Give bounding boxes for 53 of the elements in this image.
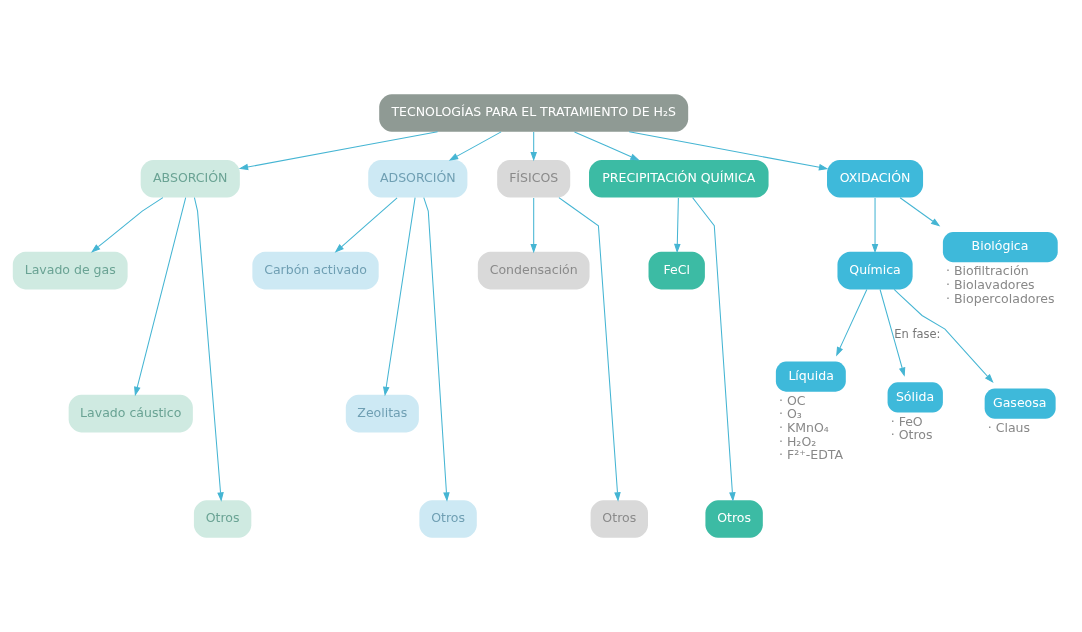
node-box: ABSORCIÓN: [140, 159, 240, 198]
arrow: [871, 197, 879, 254]
node-label: · H₂O₂: [779, 433, 817, 449]
arrow: [558, 197, 621, 502]
arrow: [91, 197, 164, 253]
node-box: FeCl: [648, 251, 705, 290]
arrow: [836, 288, 868, 357]
node-label: · Otros: [890, 427, 933, 443]
node-box: Zeolitas: [345, 394, 419, 433]
arrow: [893, 288, 994, 384]
node-box: Sólida: [887, 382, 943, 413]
node-box: FÍSICOS: [497, 159, 571, 198]
node-label: · Claus: [987, 419, 1031, 435]
node-box: Carbón activado: [252, 251, 379, 290]
arrow: [899, 197, 941, 227]
arrow: [448, 131, 502, 161]
node-box: Lavado de gas: [12, 251, 128, 290]
node-label: · FeO: [890, 413, 923, 429]
arrow: [530, 131, 537, 162]
node-box: Otros: [705, 500, 763, 538]
arrow: [423, 197, 450, 502]
arrow: [692, 197, 736, 502]
arrow: [193, 197, 224, 502]
node-box: Lavado cáustico: [68, 394, 193, 433]
edge-label: En fase:: [894, 327, 941, 342]
arrow: [334, 197, 398, 253]
arrow: [383, 197, 416, 397]
node-label: · Biofiltración: [946, 263, 1029, 279]
node-box: Biológica: [942, 231, 1058, 263]
node-box: Otros: [193, 500, 252, 538]
arrow: [530, 197, 537, 254]
arrow: [628, 131, 829, 171]
node-box: OXIDACIÓN: [827, 159, 924, 198]
node-box: TECNOLOGÍAS PARA EL TRATAMIENTO DE H₂S: [379, 94, 689, 132]
node-box: Química: [837, 251, 913, 290]
node-box: Otros: [419, 500, 477, 538]
arrow: [238, 131, 439, 171]
node-box: Gaseosa: [984, 388, 1056, 419]
node-box: Condensación: [477, 251, 590, 290]
node-label: · Biopercoladores: [946, 290, 1055, 306]
node-box: Otros: [590, 500, 648, 538]
node-label: · F²⁺-EDTA: [779, 447, 844, 463]
node-label: · KMnO₄: [779, 419, 829, 435]
node-box: Líquida: [775, 361, 846, 392]
arrow: [574, 131, 640, 161]
arrow: [674, 197, 681, 254]
arrow: [134, 197, 187, 397]
node-box: PRECIPITACIÓN QUÍMICA: [589, 159, 769, 198]
node-label: · OC: [779, 392, 806, 408]
arrow: [879, 288, 906, 377]
node-box: ADSORCIÓN: [368, 159, 468, 198]
node-label: · O₃: [779, 406, 802, 422]
node-label: · Biolavadores: [946, 276, 1035, 292]
